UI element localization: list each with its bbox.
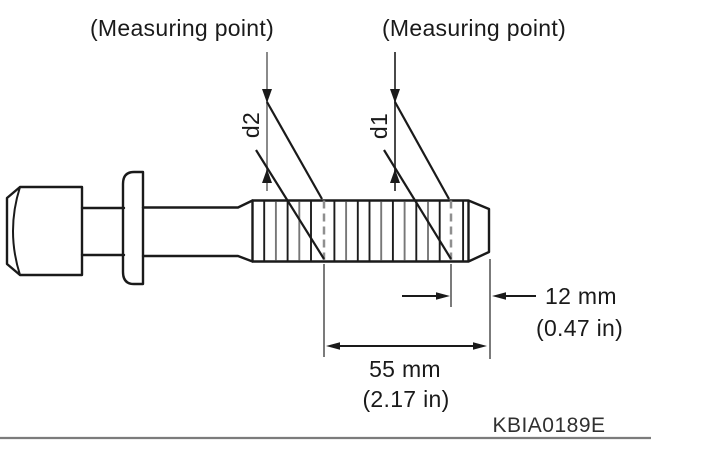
dim12-right-pointing-arrowhead-icon [436, 292, 450, 300]
d1-callout [383, 52, 452, 260]
bolt-drawing [5, 170, 491, 286]
bolt-shank-bottom-line [141, 254, 254, 263]
d2-upper-jaw-line [266, 101, 323, 200]
dim55-right-pointing-arrowhead-icon [473, 342, 487, 350]
d2-lower-jaw-line [255, 149, 325, 260]
d2-down-arrowhead-icon [262, 89, 272, 103]
dim55-left-pointing-arrowhead-icon [326, 342, 340, 350]
dim12-left-pointing-arrowhead-icon [492, 292, 506, 300]
thread-lines [263, 201, 465, 261]
dim55-metric-value: 55 mm [369, 356, 441, 382]
bolt-shank-top-line [141, 199, 254, 209]
d1-lower-jaw-line [383, 149, 452, 260]
dim12-metric-value: 12 mm [545, 283, 617, 309]
dimension-12mm [402, 292, 536, 300]
d1-down-arrowhead-icon [390, 89, 400, 103]
dim12-imperial-value: (0.47 in) [536, 315, 623, 341]
d1-upper-jaw-line [394, 101, 450, 200]
d1-up-arrowhead-icon [390, 169, 400, 183]
bolt-flange [121, 170, 145, 286]
measuring-point-dashed-lines [322, 200, 453, 262]
d2-callout [255, 52, 325, 260]
bolt-head [5, 185, 84, 277]
dimension-55mm [326, 342, 487, 350]
d2-label: d2 [238, 112, 264, 138]
d2-up-arrowhead-icon [262, 169, 272, 183]
extension-lines [323, 259, 491, 359]
bolt-head-facet-arc [12, 186, 21, 276]
measuring-point-label-left: (Measuring point) [90, 15, 274, 41]
measuring-point-label-right: (Measuring point) [382, 15, 566, 41]
figure-code: KBIA0189E [492, 414, 605, 437]
d1-label: d1 [366, 113, 392, 139]
dim55-imperial-value: (2.17 in) [362, 386, 449, 412]
